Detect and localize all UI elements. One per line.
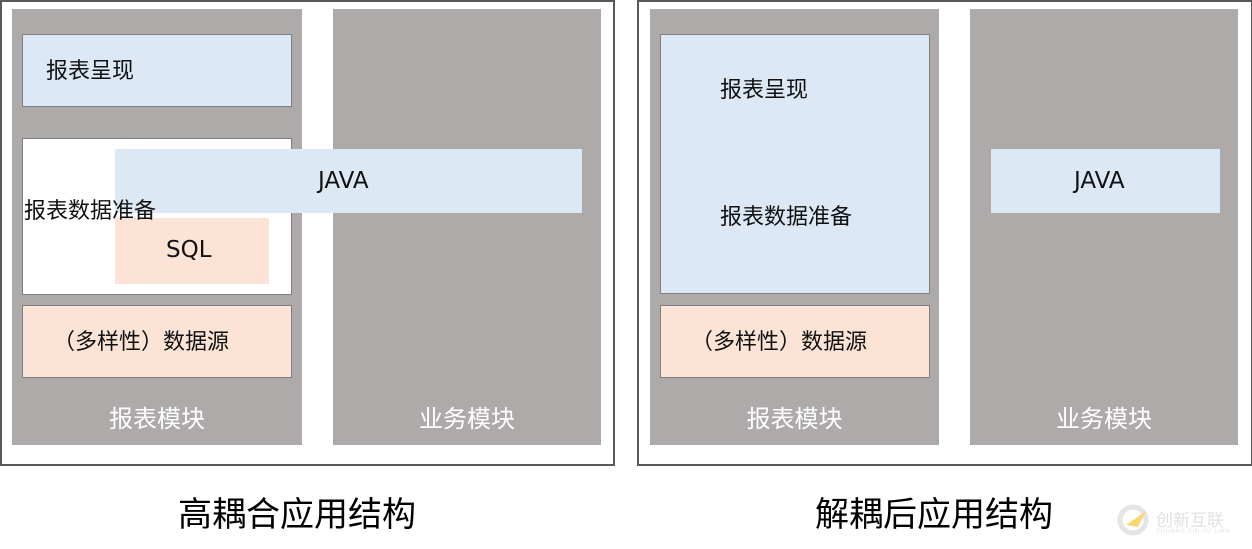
report-module-label-decoupled: 报表模块 bbox=[746, 405, 843, 433]
business-module-panel-decoupled: 业务模块 bbox=[970, 9, 1238, 445]
java-label-decoupled: JAVA bbox=[1074, 168, 1125, 194]
java-bar-decoupled: JAVA bbox=[991, 149, 1220, 213]
watermark-name: 创新互联 bbox=[1156, 511, 1224, 531]
decoupled-caption: 解耦后应用结构 bbox=[815, 495, 1053, 535]
logo-icon bbox=[1117, 504, 1149, 536]
business-module-label: 业务模块 bbox=[419, 405, 515, 433]
watermark-pinyin: CHUANG XIN HU LIAN bbox=[1156, 528, 1231, 535]
report-module-label: 报表模块 bbox=[109, 405, 205, 433]
report-presentation-prep-box: 报表呈现 报表数据准备 bbox=[660, 34, 930, 294]
java-bar: JAVA bbox=[115, 149, 582, 213]
report-presentation-box: 报表呈现 bbox=[22, 34, 292, 107]
java-label: JAVA bbox=[318, 168, 369, 194]
report-data-prep-label-decoupled: 报表数据准备 bbox=[720, 205, 853, 230]
business-module-label-decoupled: 业务模块 bbox=[1056, 405, 1152, 433]
business-module-panel: 业务模块 bbox=[333, 9, 601, 445]
report-presentation-label-decoupled: 报表呈现 bbox=[720, 78, 809, 103]
data-source-label-decoupled: （多样性）数据源 bbox=[691, 330, 868, 355]
report-presentation-label: 报表呈现 bbox=[46, 59, 135, 84]
data-source-box: （多样性）数据源 bbox=[22, 305, 292, 378]
watermark-logo: 创新互联 CHUANG XIN HU LIAN bbox=[1116, 500, 1246, 540]
data-source-box-decoupled: （多样性）数据源 bbox=[660, 305, 930, 378]
sql-label: SQL bbox=[166, 237, 212, 263]
high-coupling-caption: 高耦合应用结构 bbox=[178, 495, 416, 535]
report-data-prep-label: 报表数据准备 bbox=[24, 199, 157, 224]
data-source-label: （多样性）数据源 bbox=[53, 330, 230, 355]
sql-box: SQL bbox=[115, 218, 269, 284]
